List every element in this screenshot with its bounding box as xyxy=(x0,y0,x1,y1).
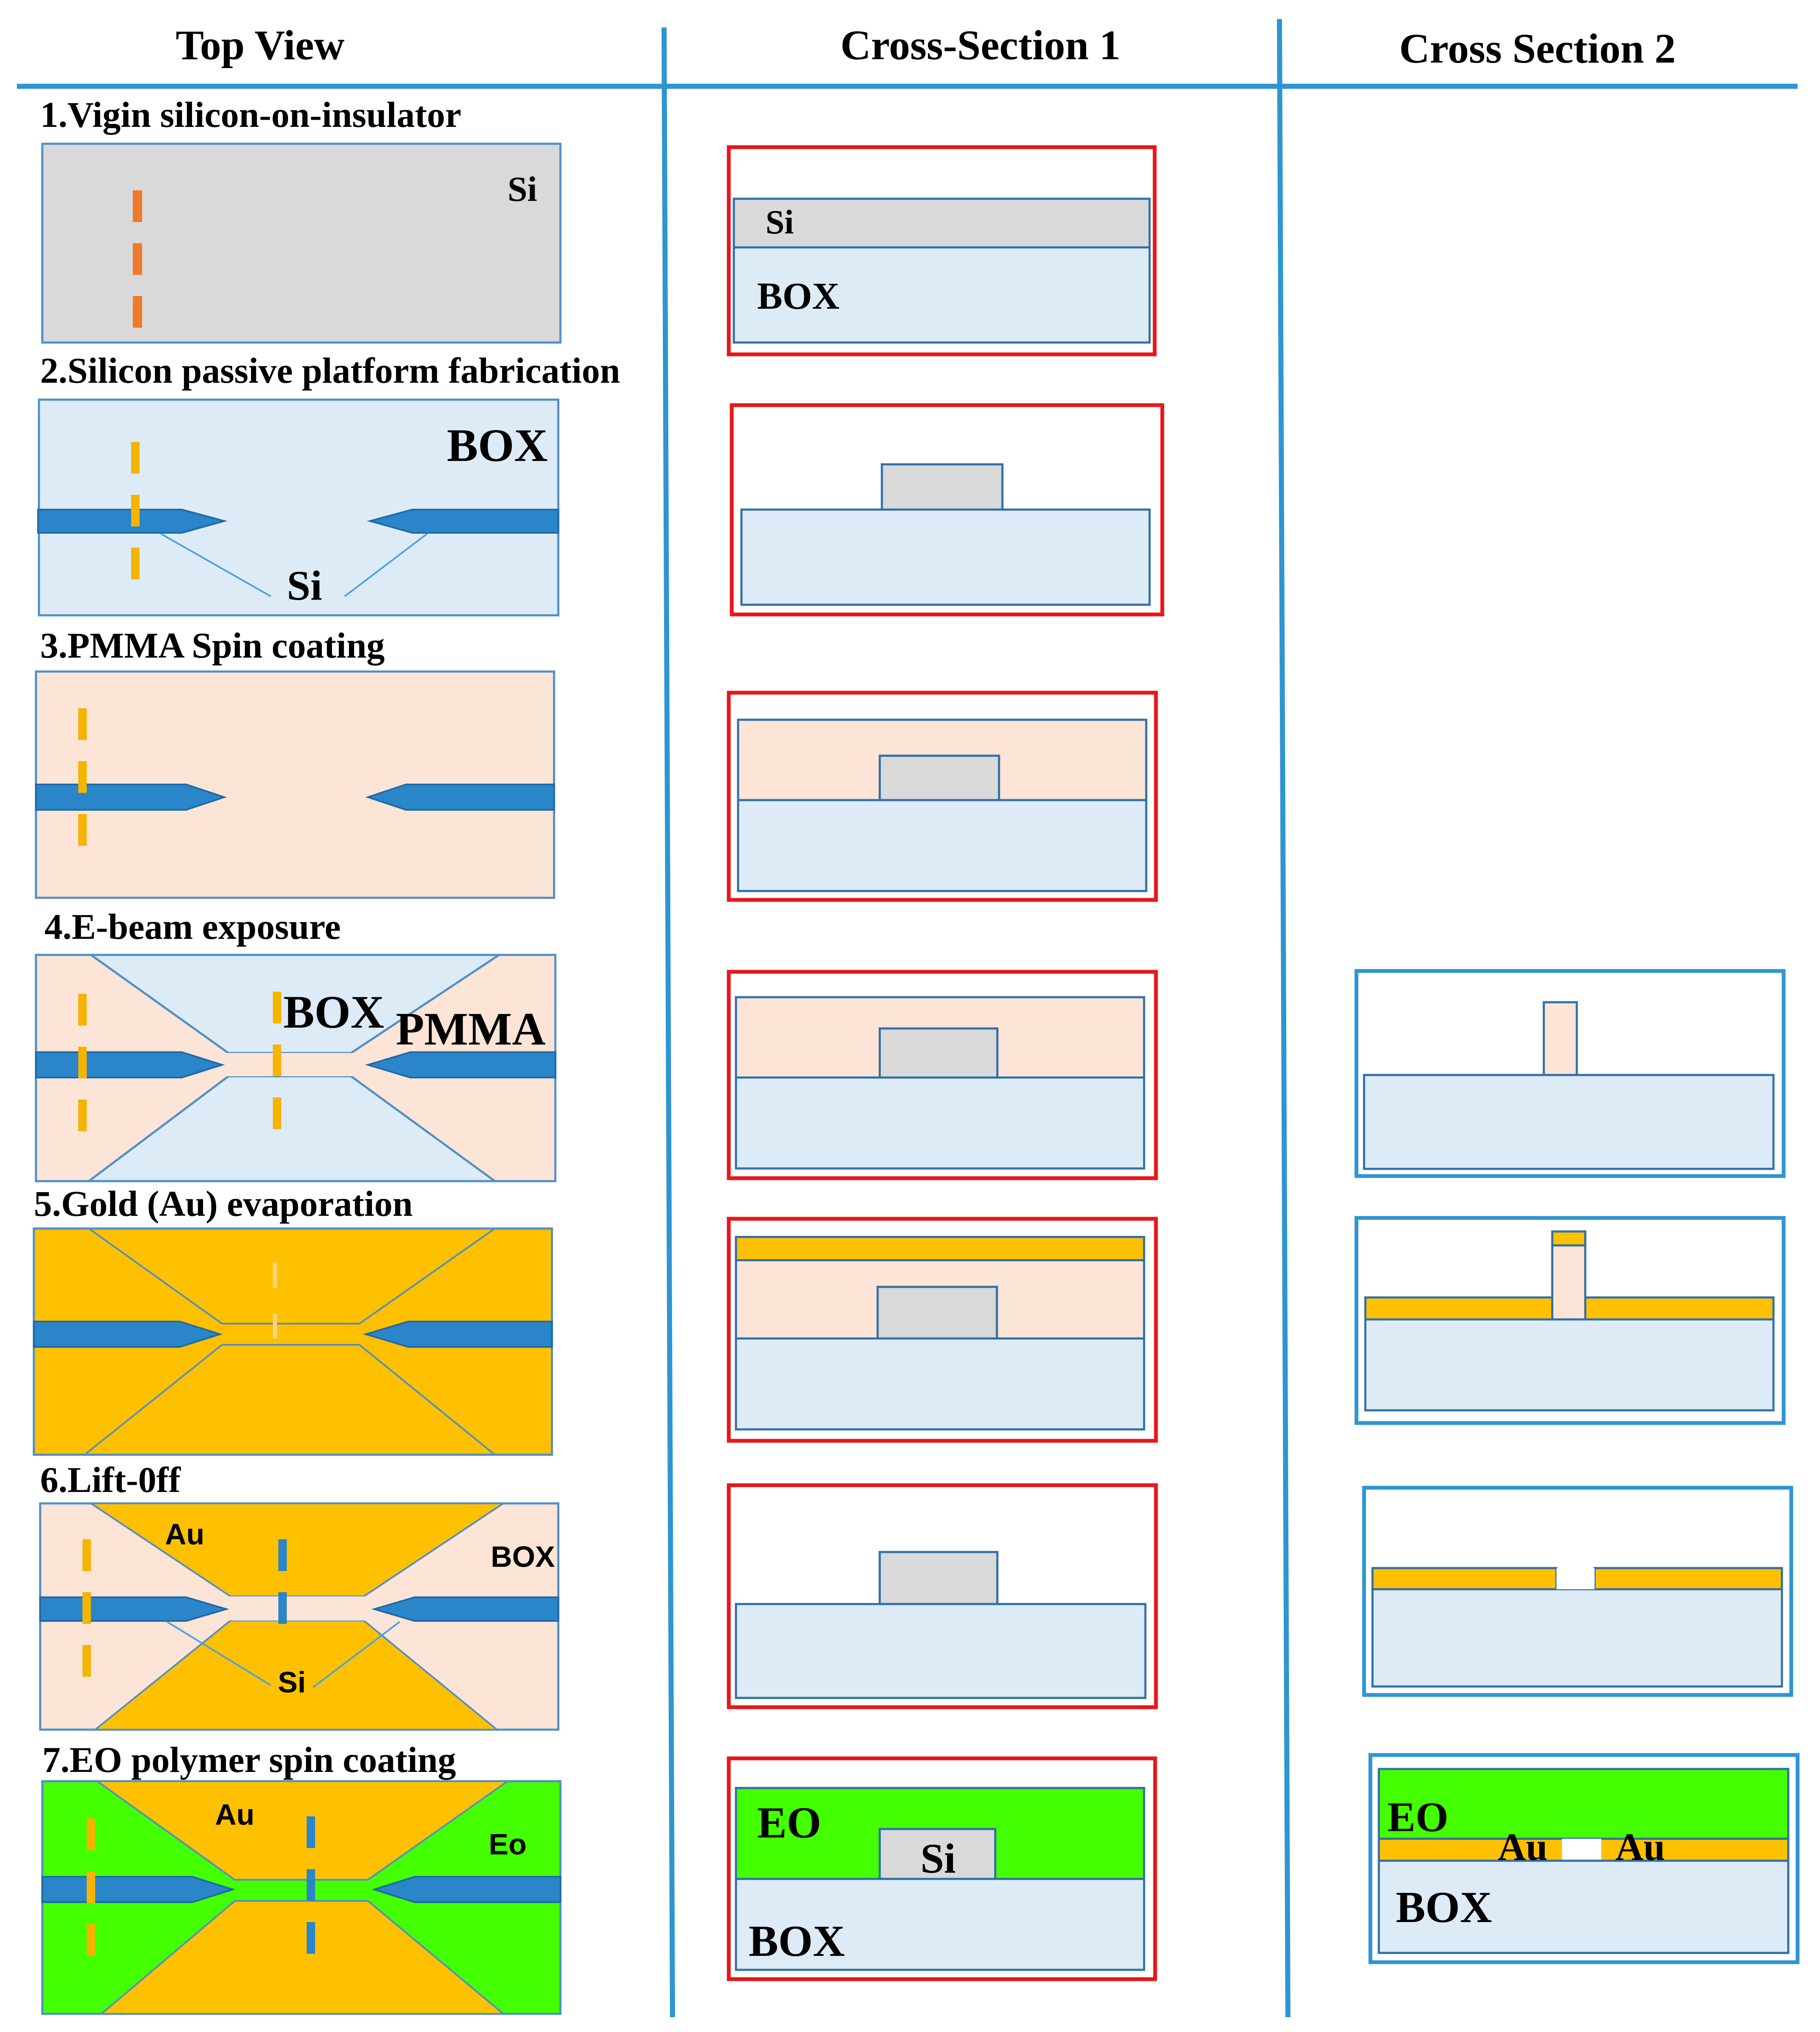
header-top-view: Top View xyxy=(176,22,344,69)
step-7-left-waveguide xyxy=(41,1876,236,1903)
step-1-cs1-box-label: BOX xyxy=(757,275,840,317)
step-5-title: 5.Gold (Au) evaporation xyxy=(34,1183,413,1224)
step-2-top-view: BOX Si xyxy=(37,398,560,617)
step-6-si-pointer-left xyxy=(166,1621,272,1686)
step-7-right-waveguide xyxy=(371,1876,561,1903)
step-2-box-label: BOX xyxy=(447,420,548,471)
step-5-cross-section-1 xyxy=(727,1217,1158,1443)
step-7-gold-electrode-top xyxy=(94,1780,511,1881)
step-6-top-view: Au BOX Si xyxy=(39,1502,560,1731)
step-4-cross-section-2 xyxy=(1354,969,1786,1178)
step-5-right-waveguide xyxy=(363,1321,553,1348)
step-7-cs1-eo-label: EO xyxy=(757,1798,821,1847)
step-5-top-view xyxy=(33,1227,553,1456)
step-4-title: 4.E-beam exposure xyxy=(44,906,341,947)
step-6-title: 6.Lift-0ff xyxy=(40,1459,181,1500)
column-divider-1 xyxy=(662,27,675,2018)
step-6-box-label: BOX xyxy=(491,1540,555,1573)
step-6-cross-section-1 xyxy=(727,1483,1158,1709)
step-1-top-view: Si xyxy=(41,143,562,344)
step-1-title: 1.Vigin silicon-on-insulator xyxy=(40,94,461,135)
step-6-cross-section-2 xyxy=(1362,1486,1793,1697)
step-4-top-view: BOX PMMA xyxy=(35,954,557,1182)
step-4-right-waveguide xyxy=(365,1051,556,1078)
header-cross-section-2: Cross Section 2 xyxy=(1399,25,1676,72)
step-7-cs2-box-label: BOX xyxy=(1396,1882,1492,1932)
step-6-left-waveguide xyxy=(39,1596,230,1622)
step-3-right-waveguide xyxy=(365,784,555,811)
step-7-gold-electrode-bottom xyxy=(99,1900,506,2015)
step-7-title: 7.EO polymer spin coating xyxy=(42,1739,456,1780)
step-7-cs1-si-label: Si xyxy=(920,1835,955,1882)
step-7-cs2-au-right-label: Au xyxy=(1615,1825,1665,1868)
column-divider-2 xyxy=(1277,19,1290,2018)
step-6-au-label: Au xyxy=(165,1518,204,1551)
step-1-cs1-si-label: Si xyxy=(766,204,794,241)
step-3-top-view xyxy=(35,670,555,899)
step-6-si-label: Si xyxy=(278,1666,306,1699)
step-4-pmma-label: PMMA xyxy=(396,1003,546,1055)
step-3-left-waveguide xyxy=(35,784,227,811)
step-7-au-label: Au xyxy=(215,1798,254,1831)
step-4-box-label: BOX xyxy=(283,986,384,1038)
step-4-left-waveguide xyxy=(35,1051,225,1078)
step-1-cross-section-1: Si BOX xyxy=(727,145,1157,356)
step-2-cross-section-1 xyxy=(730,403,1164,617)
step-7-top-view: Au Eo xyxy=(41,1780,562,2015)
step-4-cross-section-1 xyxy=(727,970,1158,1180)
step-2-right-waveguide xyxy=(367,509,559,534)
step-3-cross-section-1 xyxy=(727,691,1158,902)
step-7-cross-section-2: EO Au Au BOX xyxy=(1368,1753,1800,1964)
step-2-si-pointer-right xyxy=(344,533,428,597)
step-7-cross-section-1: EO Si BOX xyxy=(727,1756,1157,1981)
step-7-cs2-au-left-label: Au xyxy=(1498,1825,1548,1868)
step-6-right-waveguide xyxy=(371,1596,559,1622)
step-2-si-label: Si xyxy=(287,562,322,609)
step-6-si-pointer-right xyxy=(312,1621,401,1688)
step-5-left-waveguide xyxy=(33,1321,223,1348)
step-2-si-pointer-left xyxy=(160,533,271,597)
step-7-cs2-eo-label: EO xyxy=(1387,1793,1448,1840)
step-2-title: 2.Silicon passive platform fabrication xyxy=(40,350,620,391)
step-7-eo-label: Eo xyxy=(489,1828,527,1861)
header-cross-section-1: Cross-Section 1 xyxy=(840,22,1120,69)
step-1-si-label: Si xyxy=(508,170,537,209)
step-3-title: 3.PMMA Spin coating xyxy=(40,625,385,666)
step-7-cs1-box-label: BOX xyxy=(749,1916,845,1966)
step-5-cross-section-2 xyxy=(1354,1216,1786,1425)
